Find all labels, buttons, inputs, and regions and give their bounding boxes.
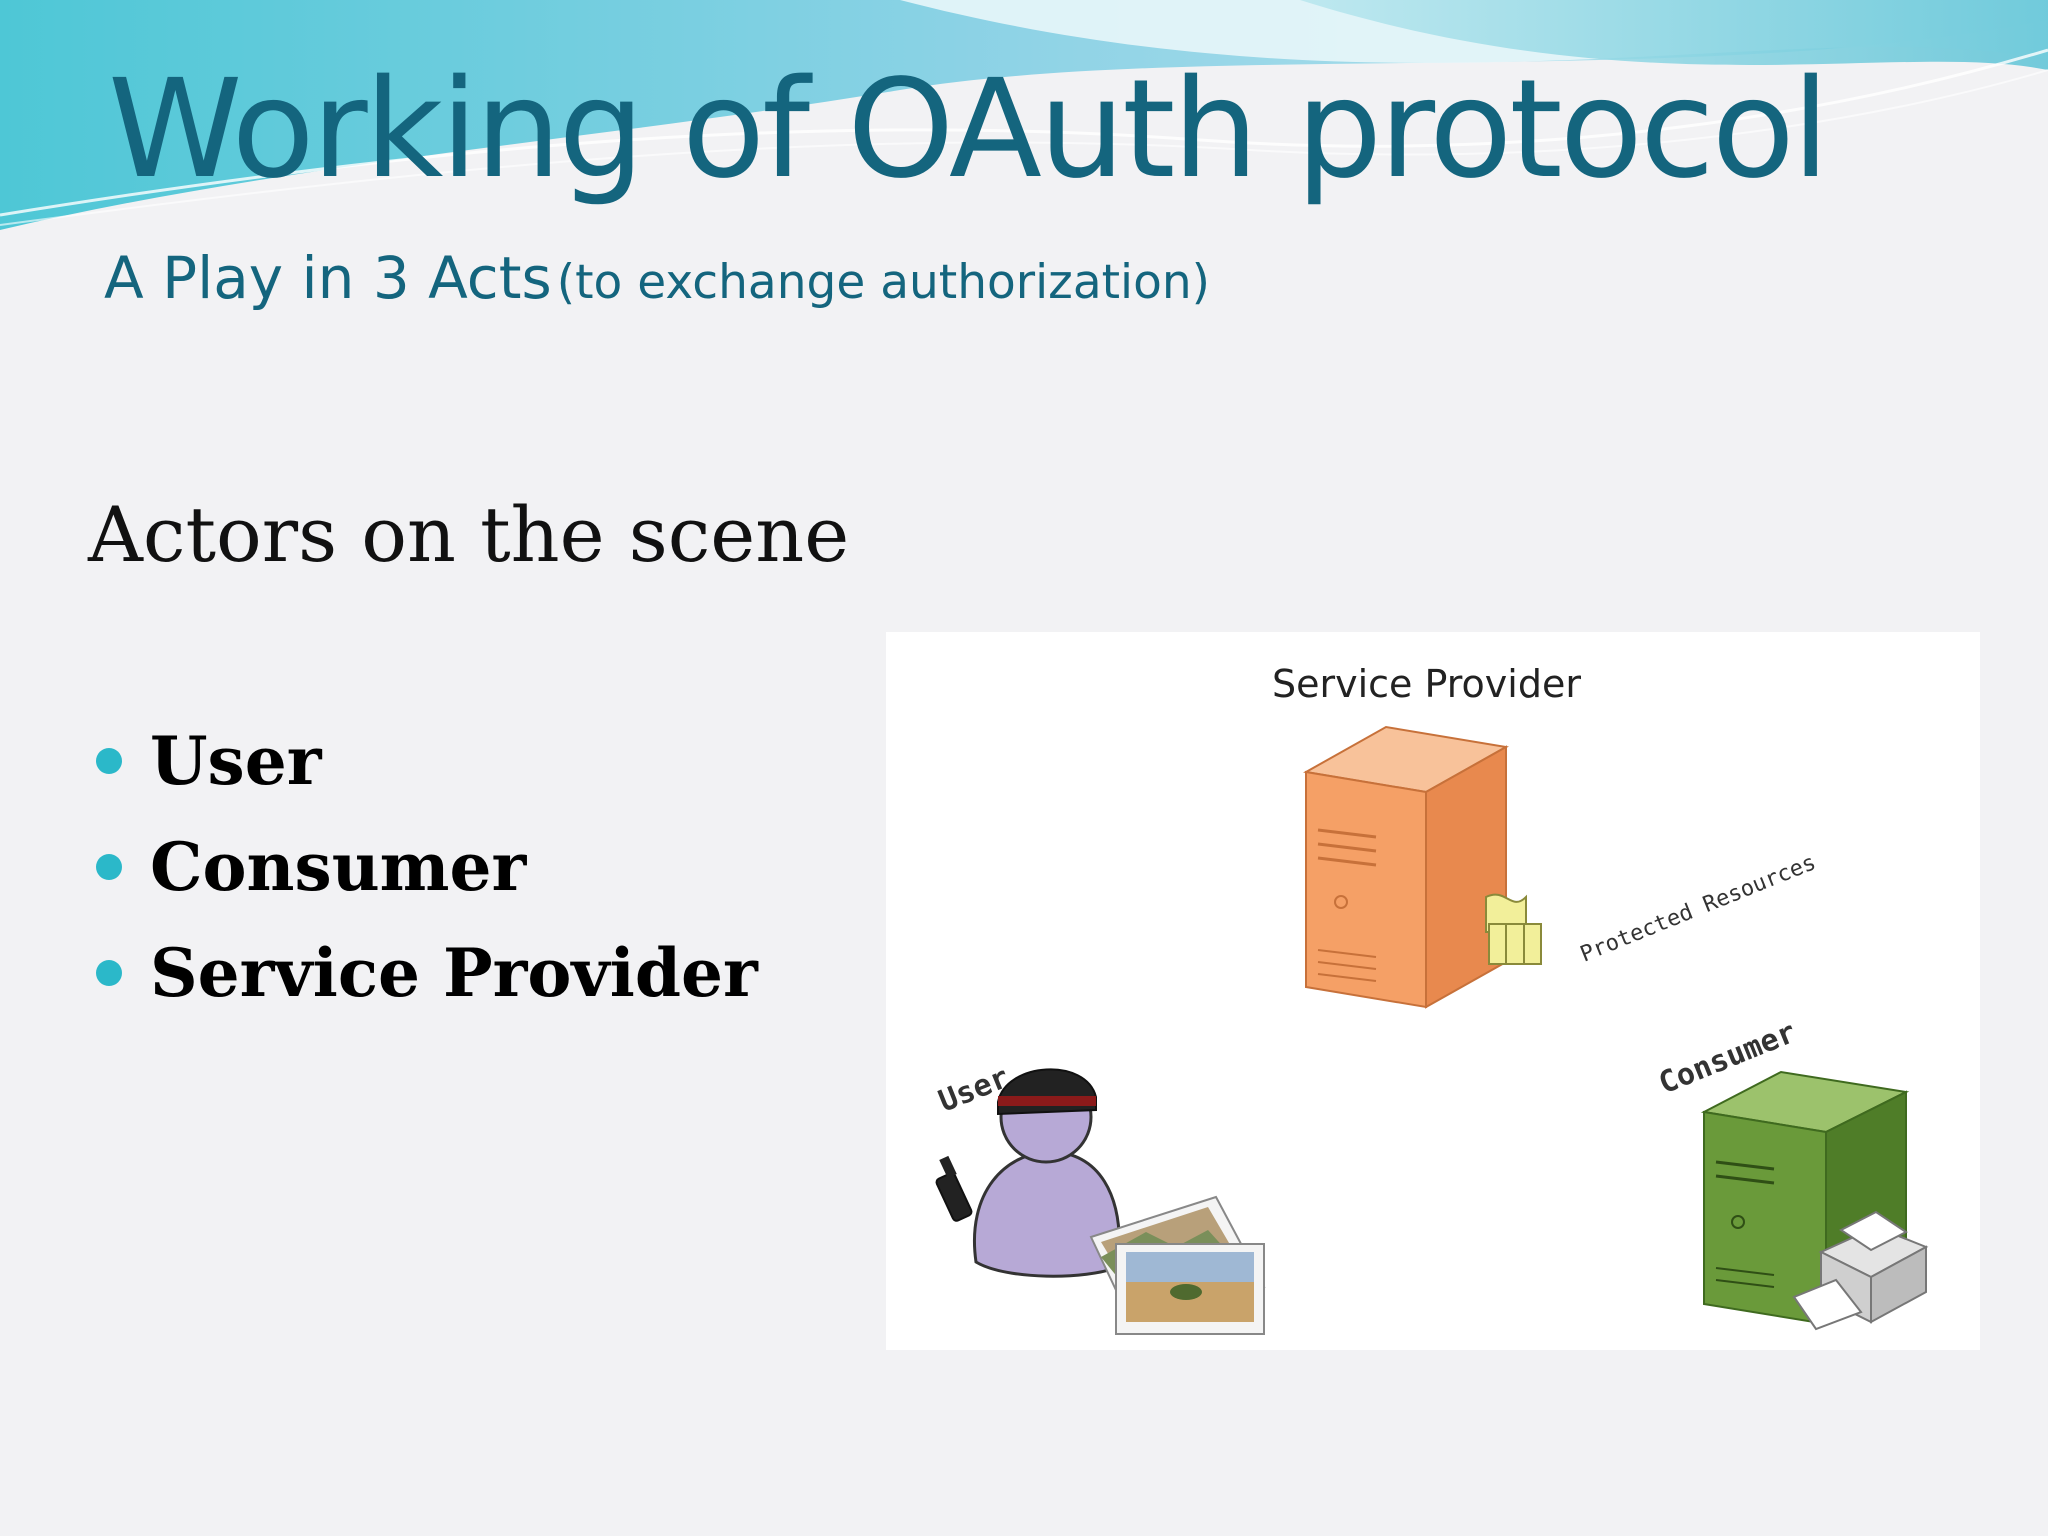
list-item-label: User bbox=[150, 722, 322, 800]
list-item: User bbox=[96, 708, 758, 814]
protected-resources-label: Protected Resources bbox=[1577, 850, 1820, 967]
actor-list: User Consumer Service Provider bbox=[96, 708, 758, 1026]
photo-stack-icon bbox=[1089, 1195, 1266, 1335]
service-provider-label: Service Provider bbox=[1272, 662, 1581, 706]
section-heading: Actors on the scene bbox=[88, 490, 850, 579]
header-wave-decoration bbox=[0, 0, 2048, 230]
list-item: Consumer bbox=[96, 814, 758, 920]
slide-title: Working of OAuth protocol bbox=[108, 51, 1830, 209]
list-item-label: Service Provider bbox=[150, 934, 758, 1012]
subtitle-main: A Play in 3 Acts bbox=[104, 244, 552, 312]
bullet-dot-icon bbox=[96, 960, 122, 986]
list-item-label: Consumer bbox=[150, 828, 527, 906]
bullet-dot-icon bbox=[96, 854, 122, 880]
bullet-dot-icon bbox=[96, 748, 122, 774]
slide-subtitle: A Play in 3 Acts (to exchange authorizat… bbox=[104, 244, 1210, 312]
user-figure-icon bbox=[935, 1068, 1121, 1278]
service-provider-server-icon bbox=[1303, 725, 1509, 1009]
film-strip-icon bbox=[1485, 893, 1542, 965]
printer-icon bbox=[1792, 1210, 1929, 1331]
actors-diagram: Service Provider Protected Resources Con… bbox=[886, 632, 1980, 1350]
subtitle-paren: (to exchange authorization) bbox=[556, 255, 1210, 310]
list-item: Service Provider bbox=[96, 920, 758, 1026]
